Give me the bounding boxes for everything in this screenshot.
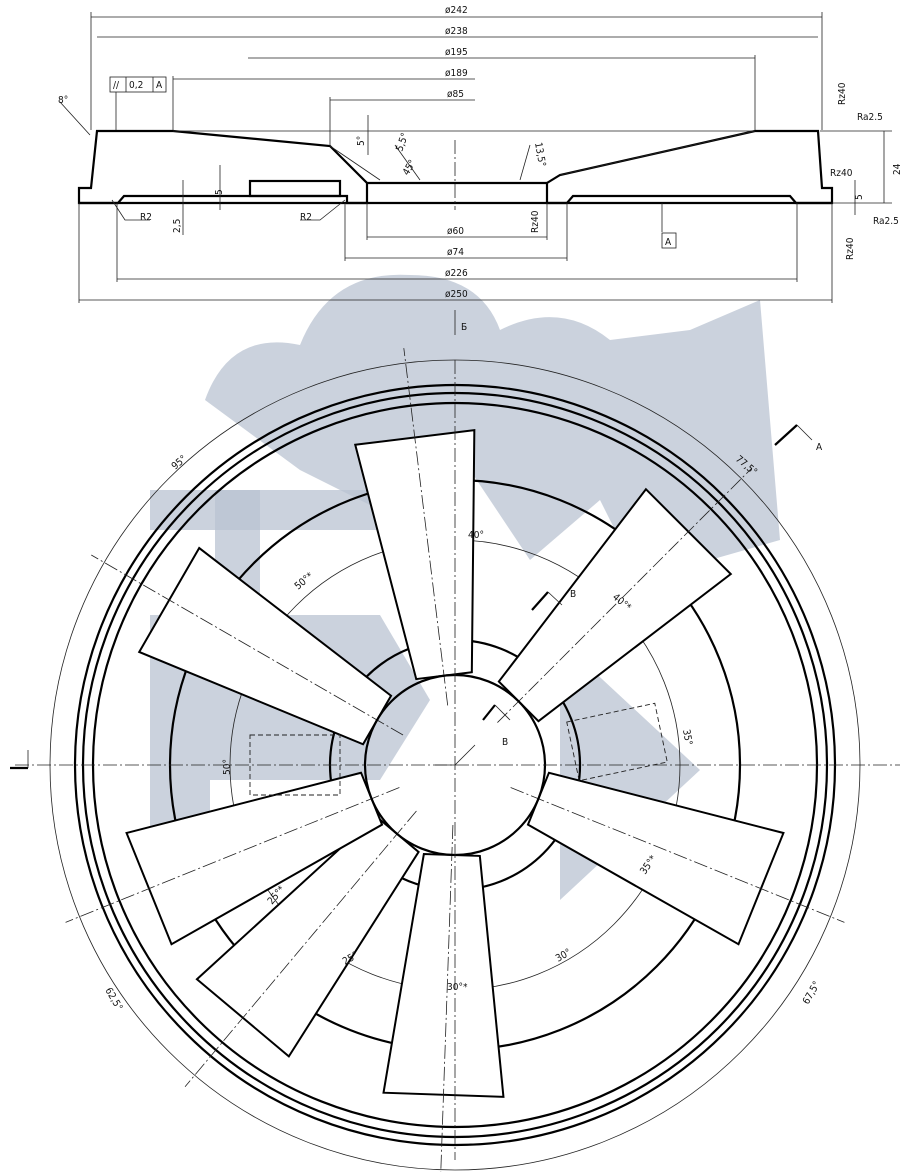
dimension-lines [59,12,892,335]
roughness-rz40-bore: Rz40 [530,210,541,233]
angle-50: 50° [222,759,233,775]
tolerance-frame: // 0,2 A [109,76,167,130]
tolerance-datum: A [156,80,163,91]
roughness-rz40-top: Rz40 [837,82,848,105]
angle-5-5: 5,5° [394,132,411,153]
dim-d242: ø242 [445,5,468,16]
blade-axis [440,824,454,1172]
angle-95: 95° [170,454,189,473]
blade-axis [497,467,753,723]
tolerance-value: 0,2 [129,80,143,91]
dim-d238: ø238 [445,26,468,37]
dim-d250: ø250 [445,289,468,300]
angle-30: 30° [554,947,573,965]
roughness-rz40-side: Rz40 [830,168,853,179]
angle-5: 5° [356,136,367,146]
blades [65,348,845,1172]
angle-8: 8° [58,95,68,106]
dim-h24: 24 [892,163,903,175]
roughness-ra2-5-bottom: Ra2.5 [873,216,899,227]
dim-d74: ø74 [447,247,464,258]
view-arrow-label: Б [461,322,467,333]
blade [382,852,505,1098]
blade-axis [184,810,417,1087]
dim-d226: ø226 [445,268,468,279]
datum-label: A [665,237,672,248]
angle-40: 40° [468,530,484,541]
parallelism-symbol: // [113,80,120,91]
section-view: // 0,2 A A ø242 ø238 ø195 ø189 ø85 ø60 ø… [58,5,903,335]
angle-30-star: 30°* [447,982,468,993]
roughness-rz40-general: Rz40 [845,237,856,260]
blade-axis [65,787,400,923]
dim-d60: ø60 [447,226,464,237]
section-label-a: A [816,442,823,453]
angle-35: 35° [680,729,694,747]
blade-axis [91,554,404,736]
angle-67-5: 67,5° [801,980,823,1007]
plan-view: A B B 95° 77,5° 40° 50°* 40°* 35° 50° 25… [10,348,900,1172]
dim-d189: ø189 [445,68,468,79]
dim-d85: ø85 [447,89,464,100]
blade-axis [510,787,845,923]
dim-d195: ø195 [445,47,468,58]
radius-r2-left: R2 [140,212,152,223]
roughness-ra2-5-top: Ra2.5 [857,112,883,123]
dim-h2-5: 2,5 [172,219,183,233]
blade-axis [403,348,449,706]
radius-r2-right: R2 [300,212,312,223]
section-right [545,129,834,205]
dim-h5-right: 5 [854,194,865,200]
angle-50-star: 50°* [293,570,316,592]
section-label-b-lower: B [502,737,508,748]
angle-13-5: 13,5° [532,142,547,168]
section-label-b-upper: B [570,589,576,600]
angle-62-5: 62,5° [102,986,124,1013]
dim-h5-left: 5 [214,189,225,195]
